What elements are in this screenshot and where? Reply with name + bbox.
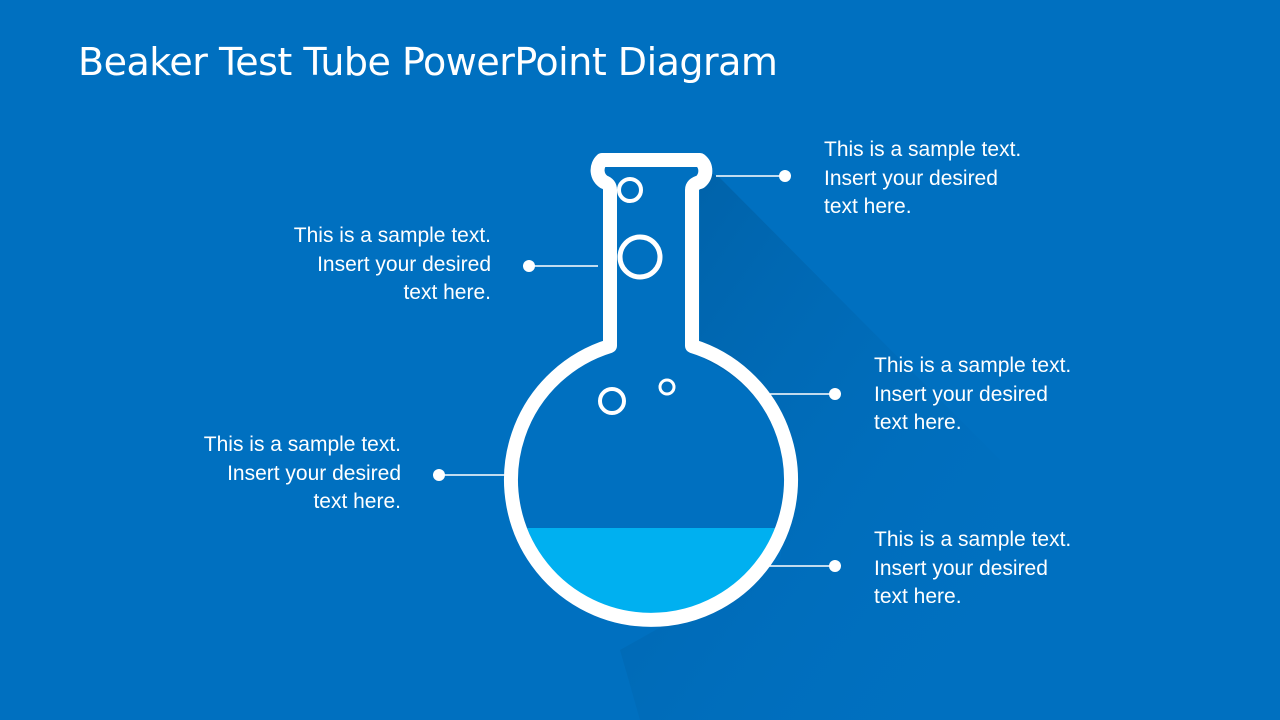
callout-middle-right: This is a sample text. Insert your desir… <box>874 352 1071 438</box>
callout-line: This is a sample text. <box>874 528 1072 551</box>
dot-icon <box>523 260 535 272</box>
long-shadow <box>620 170 1000 720</box>
callout-top-right: This is a sample text. Insert your desir… <box>824 136 1021 222</box>
bubble-icon <box>658 378 676 396</box>
callout-bottom-right: This is a sample text. Insert your desir… <box>874 526 1071 612</box>
bubble-icon <box>617 234 663 280</box>
callout-line: Insert your desired <box>317 252 491 276</box>
callout-line: text here. <box>313 490 401 513</box>
callout-line: This is a sample text. <box>293 224 491 247</box>
callout-line: Insert your desired <box>227 461 401 485</box>
callout-line: text here. <box>874 411 962 434</box>
connector-dots <box>433 170 841 572</box>
callout-line: This is a sample text. <box>824 138 1022 161</box>
callout-line: text here. <box>403 281 491 304</box>
callout-line: Insert your desired <box>874 556 1048 580</box>
callout-line: text here. <box>824 195 912 218</box>
callout-line: This is a sample text. <box>203 433 401 456</box>
callout-line: Insert your desired <box>874 382 1048 406</box>
dot-icon <box>829 388 841 400</box>
bubble-icon <box>598 387 626 415</box>
callout-line: Insert your desired <box>824 166 998 190</box>
dot-icon <box>829 560 841 572</box>
slide-title: Beaker Test Tube PowerPoint Diagram <box>78 40 778 84</box>
dot-icon <box>433 469 445 481</box>
callout-lower-left: This is a sample text. Insert your desir… <box>204 431 401 517</box>
bubble-icon <box>617 177 643 203</box>
connector-lines <box>440 175 834 567</box>
callout-line: text here. <box>874 585 962 608</box>
dot-icon <box>779 170 791 182</box>
callout-line: This is a sample text. <box>874 354 1072 377</box>
callout-upper-left: This is a sample text. Insert your desir… <box>294 222 491 308</box>
